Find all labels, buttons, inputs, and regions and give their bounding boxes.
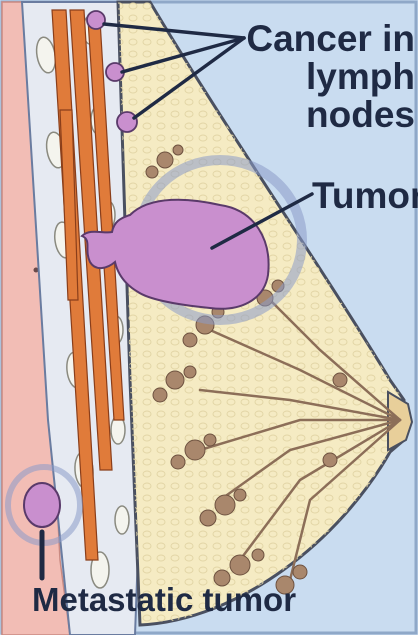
label-tumor: Tumor — [312, 176, 418, 216]
label-line: Cancer in — [243, 20, 415, 58]
label-line: lymph — [243, 58, 415, 96]
metastatic-tumor-mass — [24, 483, 60, 527]
label-metastatic-tumor: Metastatic tumor — [32, 582, 296, 618]
label-line: nodes — [243, 96, 415, 134]
label-cancer-in-lymph-nodes: Cancer in lymph nodes — [243, 20, 415, 134]
